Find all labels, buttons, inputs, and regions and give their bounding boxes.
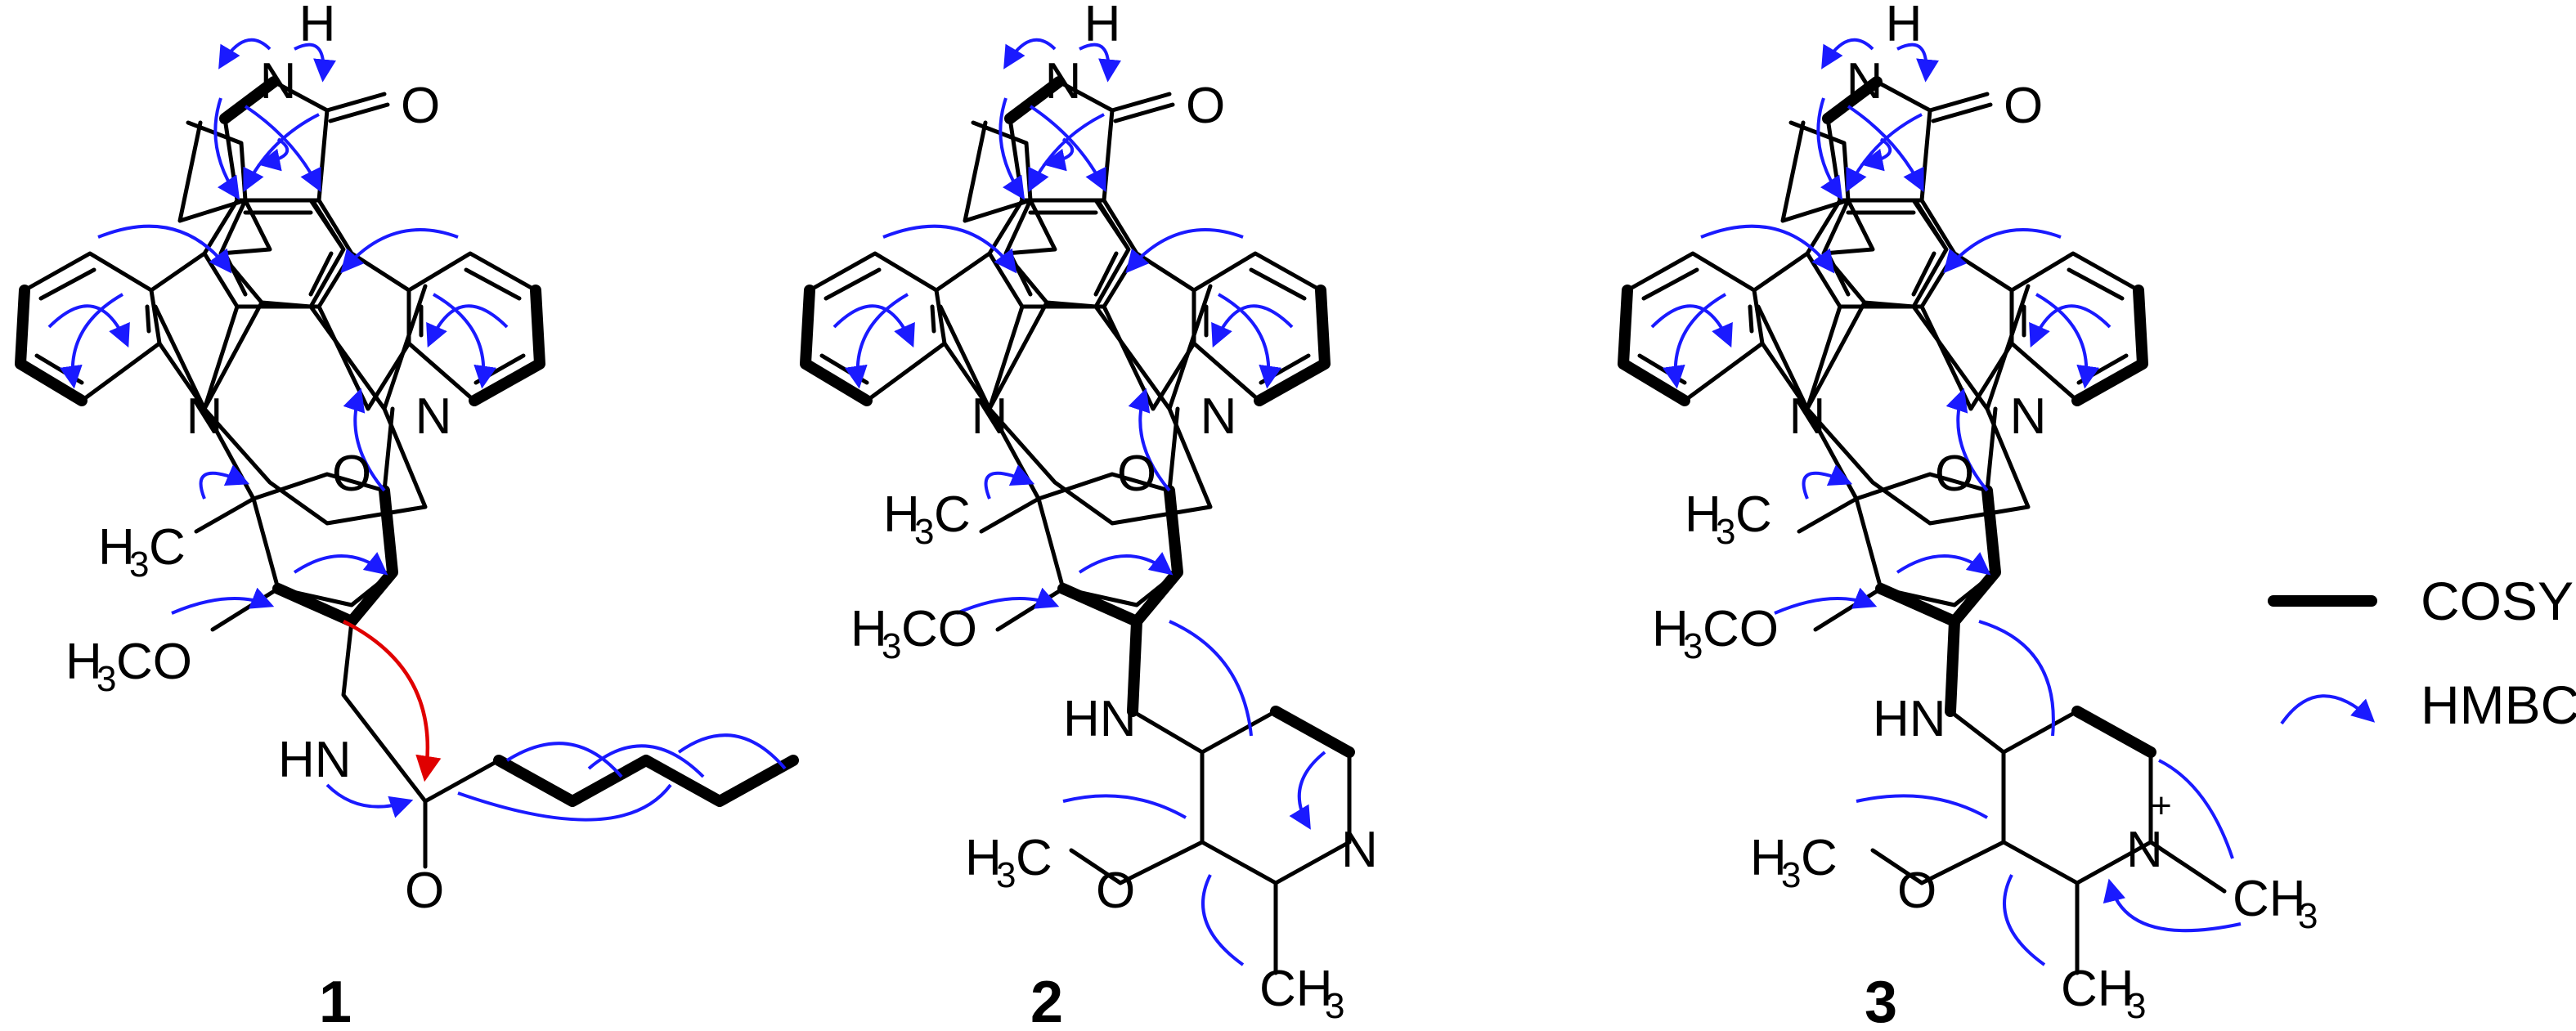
legend-hmbc-arrow: [2280, 694, 2376, 725]
compound-3-pyridinium: [1870, 619, 2227, 975]
c3-ome-o-label: O: [1897, 863, 1936, 919]
c2-lactam-n-label: N: [1045, 53, 1082, 110]
c2-ome-c-label: C: [1016, 830, 1052, 886]
c3-methoxy-sub3: 3: [1683, 626, 1703, 666]
methyl-h-label: H: [98, 519, 135, 576]
amide-hn-label: HN: [278, 732, 352, 788]
c2-lactam-h-label: H: [1084, 0, 1121, 52]
indole-n-left-label: N: [186, 388, 223, 445]
compound-1-red-hmbc: [342, 619, 442, 782]
c2-methyl-sub3: 3: [914, 512, 934, 552]
c2-methoxy-co-label: CO: [901, 601, 977, 657]
amide-o-label: O: [405, 863, 444, 919]
c2-methyl-h-label: H: [883, 486, 920, 543]
c3-ome-h-label: H: [1750, 830, 1787, 886]
c3-lactam-n-label: N: [1847, 53, 1883, 110]
c2-methoxy-sub3: 3: [882, 626, 901, 666]
compound-2-cosy: [1127, 616, 1355, 758]
c3-methyl-h-label: H: [1685, 486, 1721, 543]
compound-1-structure: [20, 40, 799, 869]
legend-cosy-label: COSY: [2421, 571, 2574, 631]
c3-pyr-ch-sub3: 3: [2126, 986, 2146, 1026]
legend-hmbc-label: HMBC: [2421, 675, 2576, 735]
c2-lactam-o-label: O: [1186, 78, 1225, 134]
c3-methyl-sub3: 3: [1716, 512, 1735, 552]
c2-ome-sub3: 3: [996, 855, 1016, 895]
methoxy-sub3: 3: [96, 659, 116, 699]
c3-ome-c-label: C: [1801, 830, 1838, 886]
compound-3-number: 3: [1865, 970, 1897, 1031]
compound-2-hmbc: [1062, 620, 1325, 966]
c3-hn-label: HN: [1873, 691, 1946, 747]
atom-labels: H N O N N O H 3 C H 3 CO HN O H N O N N …: [65, 0, 2318, 1026]
c3-charge-label: +: [2151, 786, 2172, 826]
methyl-c-label: C: [149, 519, 186, 576]
indole-n-right-label: N: [415, 388, 452, 445]
methyl-sub3: 3: [129, 545, 149, 585]
c2-hn-label: HN: [1063, 691, 1137, 747]
compound-1-number: 1: [319, 970, 352, 1031]
c3-nme-ch-label: CH: [2233, 871, 2306, 927]
c2-ome-h-label: H: [965, 830, 1002, 886]
compound-2-structure: [806, 40, 1355, 975]
compound-1-chain-hmbc: [325, 733, 787, 820]
compound-3-hmbc: [1856, 620, 2242, 966]
c3-indole-n-left-label: N: [1789, 388, 1826, 445]
c2-pyr-ch-sub3: 3: [1325, 986, 1344, 1026]
c2-methoxy-h-label: H: [850, 601, 887, 657]
c3-nme-sub3: 3: [2298, 896, 2318, 936]
c3-methyl-c-label: C: [1735, 486, 1772, 543]
c3-methoxy-co-label: CO: [1703, 601, 1779, 657]
c2-pyridine-n-label: N: [1341, 822, 1378, 878]
c3-sugar-o-label: O: [1935, 446, 1974, 502]
c3-pyr-ch-label: CH: [2061, 961, 2134, 1017]
methoxy-h-label: H: [65, 634, 102, 690]
c2-methyl-c-label: C: [934, 486, 971, 543]
c2-pyr-ch-label: CH: [1259, 961, 1333, 1017]
compound-2-number: 2: [1030, 970, 1063, 1031]
c3-lactam-o-label: O: [2004, 78, 2043, 134]
legend: COSY HMBC: [2268, 571, 2576, 735]
compound-3-structure: [1623, 40, 2242, 975]
c3-lactam-h-label: H: [1886, 0, 1923, 52]
c3-ome-sub3: 3: [1781, 855, 1801, 895]
c3-methoxy-h-label: H: [1652, 601, 1689, 657]
c2-sugar-o-label: O: [1117, 446, 1156, 502]
compound-1-chain-cosy: [493, 755, 799, 807]
c3-indole-n-right-label: N: [2010, 388, 2047, 445]
c3-pyridinium-n-label: N: [2126, 822, 2163, 878]
compound-3-cosy: [1945, 616, 2156, 758]
lactam-h-label: H: [299, 0, 336, 52]
c2-ome-o-label: O: [1096, 863, 1135, 919]
lactam-o-label: O: [401, 78, 440, 134]
c2-indole-n-left-label: N: [972, 388, 1008, 445]
sugar-o-label: O: [332, 446, 371, 502]
methoxy-co-label: CO: [116, 634, 192, 690]
lactam-n-label: N: [260, 53, 297, 110]
c2-indole-n-right-label: N: [1200, 388, 1237, 445]
